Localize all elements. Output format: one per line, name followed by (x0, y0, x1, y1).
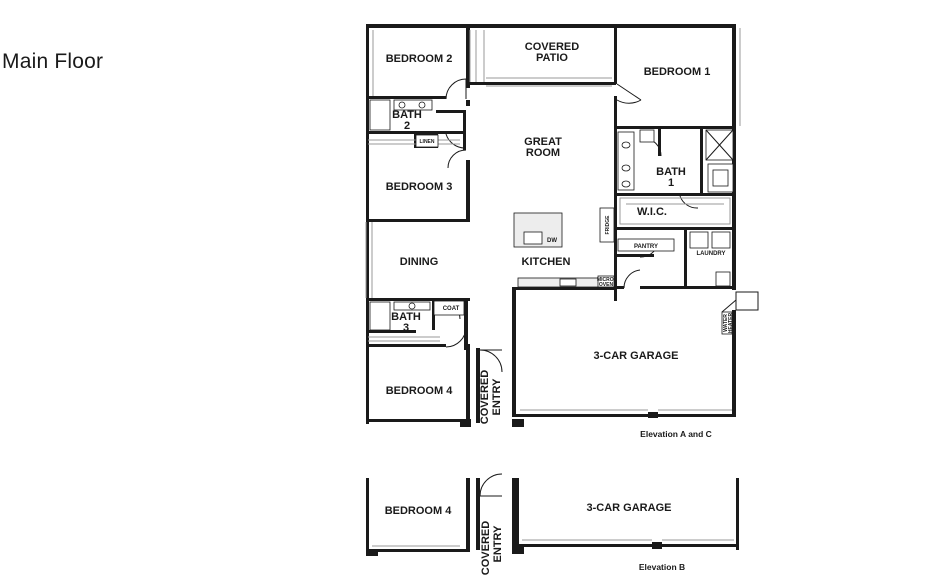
sliding-doors (365, 28, 741, 411)
label-bedroom-1: BEDROOM 1 (644, 66, 711, 78)
label-b-covered-entry-line1: COVERED (480, 521, 492, 575)
label-covered-entry-line2: ENTRY (491, 378, 503, 416)
label-covered-patio-line1: COVERED (525, 41, 579, 53)
fixtures (369, 99, 759, 335)
label-bath-3-line2: 3 (403, 322, 409, 334)
label-bedroom-4: BEDROOM 4 (386, 385, 454, 397)
interior-walls (366, 24, 736, 424)
label-bedroom-2: BEDROOM 2 (386, 53, 453, 65)
label-covered-patio-line2: PATIO (536, 52, 568, 64)
label-linen: LINEN (420, 139, 435, 145)
label-bath-1-line2: 1 (668, 177, 674, 189)
label-wic: W.I.C. (637, 206, 667, 218)
exterior-walls (366, 24, 736, 427)
label-fridge: FRIDGE (605, 215, 611, 235)
label-elevation-a-c: Elevation A and C (640, 429, 712, 439)
label-water-heater-line1: WATER (723, 314, 729, 332)
label-great-room-line1: GREAT (524, 136, 562, 148)
room-labels: BEDROOM 2 COVERED PATIO BEDROOM 1 BATH 2… (386, 41, 734, 424)
label-great-room-line2: ROOM (526, 147, 560, 159)
label-elevation-b: Elevation B (639, 562, 685, 572)
door-swings (439, 78, 699, 373)
label-covered-entry-line1: COVERED (479, 370, 491, 424)
label-laundry: LAUNDRY (696, 251, 725, 257)
label-dining: DINING (400, 256, 439, 268)
label-b-covered-entry-line2: ENTRY (492, 525, 504, 563)
label-bath-3-line1: BATH (391, 311, 421, 323)
label-b-bedroom-4: BEDROOM 4 (385, 505, 453, 517)
label-coat: COAT (443, 306, 460, 312)
label-3-car-garage: 3-CAR GARAGE (594, 350, 679, 362)
label-micro-oven-line1: MICRO/ (597, 277, 616, 283)
label-bedroom-3: BEDROOM 3 (386, 181, 453, 193)
elevation-b-inset: BEDROOM 4 COVERED ENTRY 3-CAR GARAGE (366, 473, 739, 575)
label-bath-2-line1: BATH (392, 109, 422, 121)
floor-title: Main Floor (2, 50, 104, 73)
label-b-3-car-garage: 3-CAR GARAGE (587, 502, 672, 514)
label-dishwasher: DW (547, 238, 557, 244)
label-water-heater-line2: HEATER (728, 313, 734, 334)
label-micro-oven-line2: OVEN (599, 282, 614, 288)
label-kitchen: KITCHEN (522, 256, 571, 268)
label-bath-2-line2: 2 (404, 120, 410, 132)
label-bath-1-line1: BATH (656, 166, 686, 178)
label-pantry: PANTRY (634, 244, 658, 250)
